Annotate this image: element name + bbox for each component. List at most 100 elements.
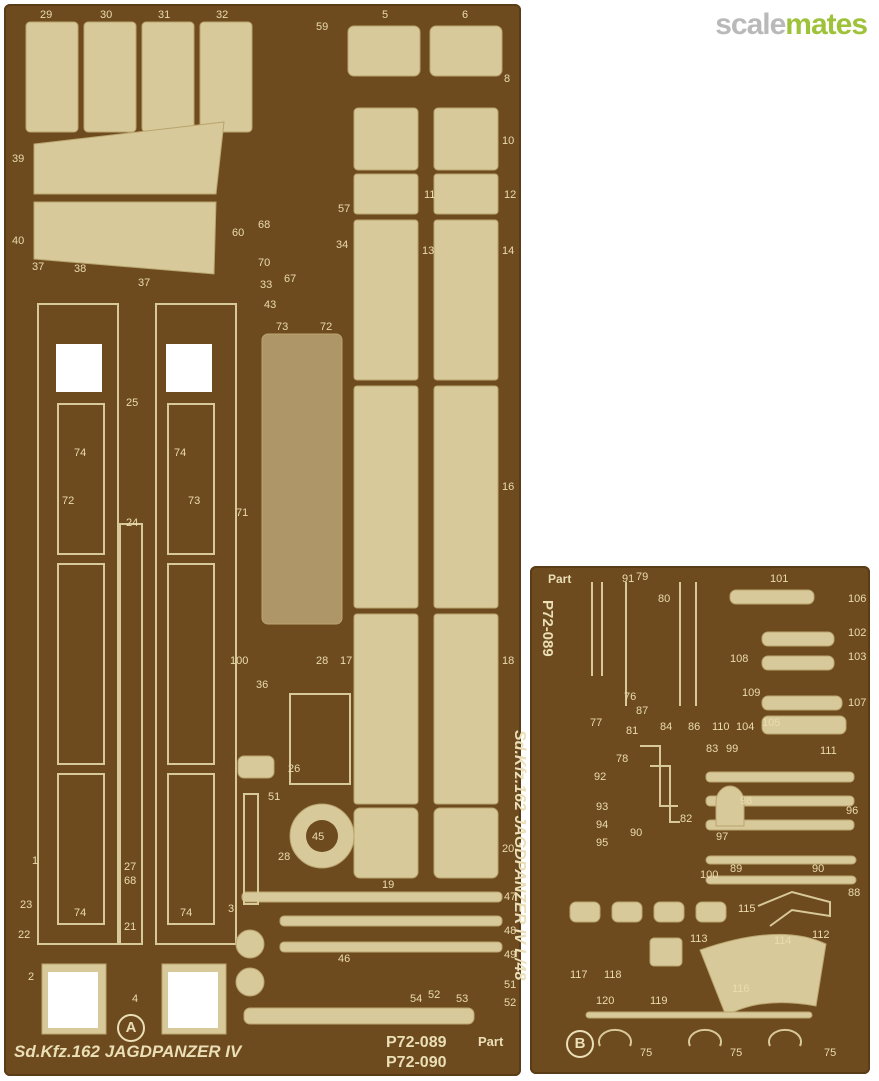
fret-b-parts-drawing: 91 79 80 101 106 102 103 107 76 87 108 1…: [569, 571, 866, 1059]
svg-text:98: 98: [740, 795, 752, 807]
svg-text:91: 91: [622, 573, 634, 585]
svg-text:3: 3: [228, 903, 234, 915]
svg-text:106: 106: [848, 593, 866, 605]
svg-text:32: 32: [216, 9, 228, 21]
svg-text:95: 95: [596, 837, 608, 849]
svg-text:96: 96: [846, 805, 858, 817]
svg-text:57: 57: [338, 203, 350, 215]
svg-text:52: 52: [504, 997, 516, 1009]
svg-text:75: 75: [824, 1047, 836, 1059]
svg-text:60: 60: [232, 227, 244, 239]
svg-text:108: 108: [730, 653, 748, 665]
svg-text:13: 13: [422, 245, 434, 257]
svg-text:112: 112: [812, 929, 830, 941]
svg-text:21: 21: [124, 921, 136, 933]
svg-text:8: 8: [504, 73, 510, 85]
svg-text:6: 6: [462, 9, 468, 21]
scalemates-watermark: scalemates: [715, 8, 868, 42]
svg-text:17: 17: [340, 655, 352, 667]
svg-text:74: 74: [174, 447, 186, 459]
svg-text:36: 36: [256, 679, 268, 691]
fret-a-parts-drawing: 29 30 31 32 59 5 6 8 10 12 11 14 13 16 1…: [12, 9, 516, 1035]
photo-etch-fret-b: 91 79 80 101 106 102 103 107 76 87 108 1…: [530, 566, 870, 1074]
svg-text:11: 11: [424, 189, 435, 201]
svg-text:87: 87: [636, 705, 648, 717]
svg-text:27: 27: [124, 861, 136, 873]
fret-a-caption: Sd.Kfz.162 JAGDPANZER IV: [14, 1042, 242, 1061]
fret-b-product-code: P72-089: [539, 600, 556, 657]
svg-text:83: 83: [706, 743, 718, 755]
svg-text:90: 90: [812, 863, 824, 875]
svg-text:70: 70: [258, 257, 270, 269]
svg-text:67: 67: [284, 273, 296, 285]
svg-text:105: 105: [762, 717, 780, 729]
fret-letter-b: B: [566, 1030, 594, 1058]
svg-text:72: 72: [320, 321, 332, 333]
svg-text:25: 25: [126, 397, 138, 409]
svg-text:80: 80: [658, 593, 670, 605]
svg-text:39: 39: [12, 153, 24, 165]
svg-text:76: 76: [624, 691, 636, 703]
photo-etch-fret-a: 29 30 31 32 59 5 6 8 10 12 11 14 13 16 1…: [4, 4, 521, 1076]
svg-text:54: 54: [410, 993, 422, 1005]
svg-text:119: 119: [650, 995, 668, 1007]
svg-text:22: 22: [18, 929, 30, 941]
svg-text:100: 100: [700, 869, 718, 881]
watermark-part-1: scale: [715, 8, 786, 41]
svg-text:107: 107: [848, 697, 866, 709]
svg-text:115: 115: [738, 903, 756, 915]
svg-text:74: 74: [74, 447, 86, 459]
svg-text:111: 111: [820, 745, 837, 757]
svg-text:19: 19: [382, 879, 394, 891]
svg-text:37: 37: [138, 277, 150, 289]
svg-text:23: 23: [20, 899, 32, 911]
fret-b-small-parts: [569, 582, 857, 1047]
svg-text:102: 102: [848, 627, 866, 639]
svg-text:74: 74: [180, 907, 192, 919]
svg-text:75: 75: [730, 1047, 742, 1059]
svg-text:93: 93: [596, 801, 608, 813]
middle-small-parts: [235, 333, 503, 1025]
svg-text:92: 92: [594, 771, 606, 783]
svg-text:10: 10: [502, 135, 514, 147]
svg-text:72: 72: [62, 495, 74, 507]
svg-text:1: 1: [32, 855, 38, 867]
svg-text:88: 88: [848, 887, 860, 899]
svg-text:97: 97: [716, 831, 728, 843]
svg-text:33: 33: [260, 279, 272, 291]
svg-text:24: 24: [126, 517, 138, 529]
svg-text:30: 30: [100, 9, 112, 21]
svg-text:49: 49: [504, 949, 516, 961]
svg-text:46: 46: [338, 953, 350, 965]
svg-text:14: 14: [502, 245, 514, 257]
svg-text:47: 47: [504, 891, 516, 903]
svg-text:68: 68: [258, 219, 270, 231]
part-logo-b: Part: [548, 572, 572, 586]
svg-text:77: 77: [590, 717, 602, 729]
fret-b-caption: Sd.Kfz.162 JAGDPANZER IV L/48: [511, 730, 528, 981]
svg-text:51: 51: [268, 791, 280, 803]
svg-text:34: 34: [336, 239, 348, 251]
svg-text:113: 113: [690, 933, 708, 945]
svg-text:16: 16: [502, 481, 514, 493]
svg-text:116: 116: [732, 983, 750, 995]
svg-text:71: 71: [236, 507, 248, 519]
svg-text:5: 5: [382, 9, 388, 21]
svg-text:51: 51: [504, 979, 516, 991]
svg-text:99: 99: [726, 743, 738, 755]
svg-text:101: 101: [770, 573, 788, 585]
svg-text:79: 79: [636, 571, 648, 583]
svg-text:45: 45: [312, 831, 324, 843]
svg-text:48: 48: [504, 925, 516, 937]
svg-text:59: 59: [316, 21, 328, 33]
svg-text:73: 73: [276, 321, 288, 333]
svg-text:31: 31: [158, 9, 170, 21]
svg-text:89: 89: [730, 863, 742, 875]
svg-text:2: 2: [28, 971, 34, 983]
part-number-labels: 29 30 31 32 59 5 6 8 10 12 11 14 13 16 1…: [12, 9, 516, 1009]
svg-text:4: 4: [132, 993, 138, 1005]
svg-text:103: 103: [848, 651, 866, 663]
svg-text:26: 26: [288, 763, 300, 775]
fret-letter-a: A: [117, 1014, 145, 1042]
fret-b-part-number-labels: 91 79 80 101 106 102 103 107 76 87 108 1…: [570, 571, 866, 1059]
